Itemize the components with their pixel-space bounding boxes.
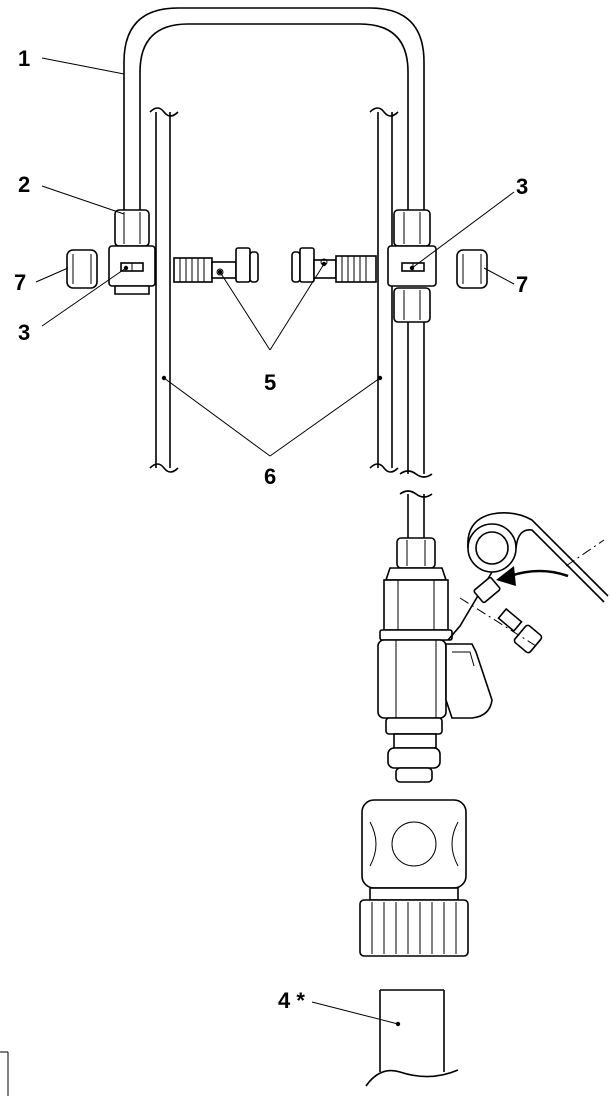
callout-3-right: 3: [516, 174, 528, 199]
axis-line: [459, 539, 605, 647]
container: [365, 989, 459, 1087]
callout-2: 2: [18, 172, 30, 197]
callout-7-left: 7: [14, 270, 26, 295]
right-hose-nut-bottom: [393, 287, 431, 323]
wall-panel-right: [369, 107, 399, 473]
left-cap-nut: [66, 249, 98, 289]
wall-panel-left: [149, 107, 179, 473]
tap-lever: [445, 643, 493, 719]
tap-valve-body: [377, 639, 447, 719]
callout-5: 5: [264, 370, 276, 395]
u-hose: [123, 7, 433, 538]
mounting-clip: [447, 512, 609, 641]
hose-coupling: [359, 799, 469, 957]
left-hose-nut: [114, 209, 150, 247]
tap-hex-body: [379, 567, 453, 641]
right-cap-nut: [456, 249, 488, 289]
tap-hose-nut: [396, 537, 436, 569]
right-hose-nut-top: [393, 209, 431, 247]
left-connector-plug: [173, 247, 259, 283]
callout-6: 6: [264, 464, 276, 489]
callout-7-right: 7: [516, 272, 528, 297]
callout-1: 1: [18, 46, 30, 71]
mounting-screw: [497, 607, 543, 654]
right-connector-plug: [291, 247, 377, 283]
page-corner-mark: [0, 1051, 9, 1096]
left-bulkhead-fitting: [108, 245, 156, 295]
callout-4: 4 *: [278, 988, 305, 1013]
leader-lines: [35, 57, 515, 1027]
rotate-arrow: [496, 566, 569, 586]
tap-hose-nozzle: [385, 717, 443, 783]
callout-3-left: 3: [18, 320, 30, 345]
